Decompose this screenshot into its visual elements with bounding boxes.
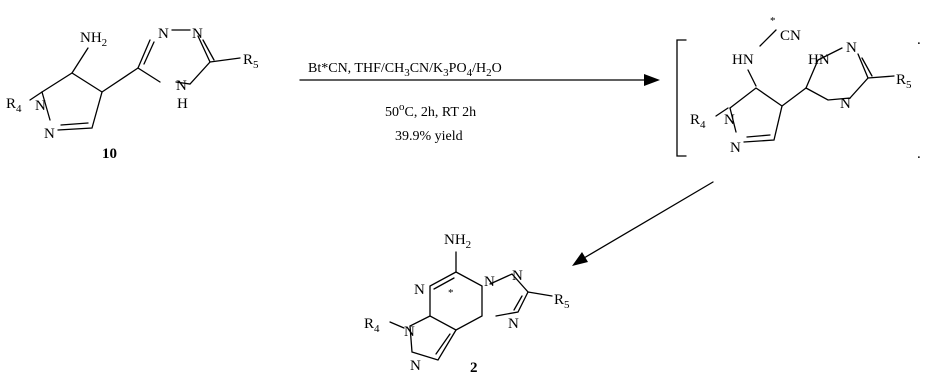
product-n1: N [404, 324, 415, 340]
intermediate-triazole-hn: HN [808, 52, 830, 68]
cyclization-arrow-shaft [583, 181, 714, 259]
intermediate-pyrazole-double [746, 134, 771, 138]
reaction-arrow-head [644, 74, 660, 86]
product-n-pyrimidine-left: N [414, 282, 425, 298]
reaction-conditions: Bt*CN, THF/CH3CN/K3PO4/H2O 50oC, 2h, RT … [299, 61, 660, 144]
intermediate-hn-cn-bond [759, 29, 777, 47]
product-nh2: NH2 [444, 232, 471, 251]
product-triazole-double [513, 295, 523, 311]
reactant-nh2: NH2 [80, 30, 107, 49]
compound-number-2: 2 [470, 360, 478, 375]
yield-text: 39.9% yield [395, 129, 463, 144]
reactant-10: NH2 R4 N N N N N H R5 10 [6, 26, 259, 162]
reactant-r4-bond [29, 91, 43, 101]
intermediate-hn: HN [732, 52, 754, 68]
intermediate-triazole-bonds [805, 47, 843, 89]
right-bracket-mark-bottom: . [917, 146, 921, 162]
temperature-time: 50oC, 2h, RT 2h [385, 101, 476, 120]
reactant-triazole-bonds [137, 39, 161, 83]
reactant-r5-bond [209, 57, 241, 63]
intermediate-r5-bond [867, 75, 895, 79]
intermediate-r4-bond [715, 107, 729, 117]
intermediate-r4: R4 [690, 112, 706, 131]
reactant-triazole-n-top-left: N [158, 26, 169, 42]
reactant-r5: R5 [243, 52, 259, 71]
right-bracket-mark-top: . [917, 32, 921, 48]
intermediate-pyrazole-bonds [729, 87, 783, 143]
intermediate-pyrazole-nn [729, 107, 737, 133]
product-r5: R5 [554, 292, 570, 311]
reactant-nh2-bond [71, 47, 89, 74]
reactant-triazole-n-top-right: N [192, 26, 203, 42]
product-star: * [448, 287, 454, 299]
intermediate-triazole-right [805, 53, 869, 101]
reactant-triazole-n-bottom: N [176, 78, 187, 94]
product-r4: R4 [364, 316, 380, 335]
product-pyrazole-bonds [409, 315, 457, 361]
intermediate: . . * CN HN R4 N N HN N N R5 [676, 15, 921, 162]
reactant-n1: N [35, 98, 46, 114]
product-triazole-n-bottom: N [508, 316, 519, 332]
reactant-triazole-double [143, 41, 155, 65]
intermediate-triazole-double [861, 57, 873, 77]
intermediate-linker [781, 87, 807, 107]
intermediate-triazole-n-top: N [846, 40, 857, 56]
intermediate-n1: N [724, 112, 735, 128]
reactant-pyrazole-double-bond [60, 122, 89, 126]
intermediate-triazole-n-bottom: N [840, 96, 851, 112]
product-n-bridge: N [484, 274, 495, 290]
intermediate-n2: N [730, 140, 741, 156]
cyclization-arrow [572, 181, 714, 266]
product-r4-bond [389, 321, 405, 329]
compound-number-10: 10 [102, 146, 117, 162]
product-pyrimidine-bonds [429, 271, 483, 331]
reactant-triazole-right [175, 35, 211, 85]
reactant-n2: N [44, 126, 55, 142]
product-2: NH2 * N N N N R5 R4 N N 2 [364, 232, 570, 375]
product-pyrimidine-double [433, 277, 455, 290]
reactant-triazole-h: H [177, 96, 188, 112]
reactant-r4: R4 [6, 96, 22, 115]
product-triazole-n-top: N [512, 268, 523, 284]
reactant-pyrazole-bonds [41, 72, 103, 131]
intermediate-r5: R5 [896, 72, 912, 91]
product-r5-bond [527, 291, 553, 297]
intermediate-hn-ring-bond [747, 69, 757, 87]
cyclization-arrow-head [572, 252, 588, 266]
reactant-linker-bond [101, 67, 139, 93]
reagents-line: Bt*CN, THF/CH3CN/K3PO4/H2O [308, 61, 502, 79]
left-bracket [676, 39, 687, 157]
product-pyrazole-double [435, 333, 451, 355]
reactant-pyrazole-n-n-bond [41, 91, 51, 121]
reactant-triazole-right-double [202, 39, 215, 61]
product-n2: N [410, 358, 421, 374]
intermediate-cn: CN [780, 28, 801, 44]
intermediate-star: * [770, 15, 776, 27]
